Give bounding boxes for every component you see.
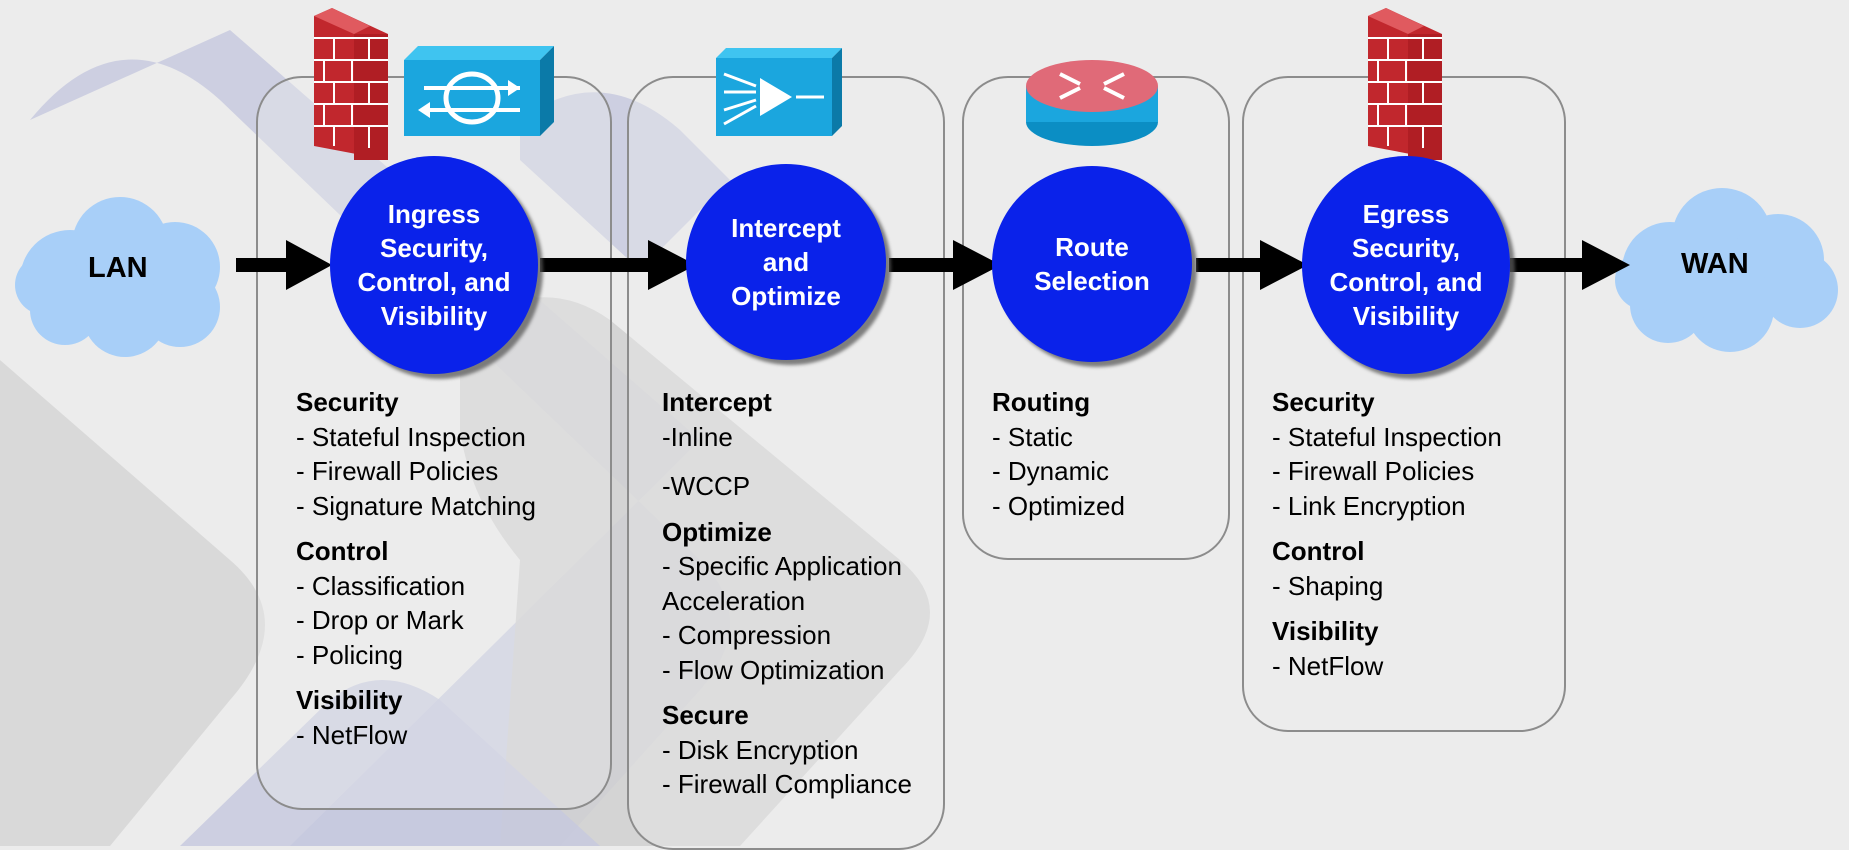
- list-item: - Stateful Inspection: [1272, 421, 1502, 452]
- stage-title: Route Selection: [1034, 232, 1150, 296]
- router-icon: [1026, 60, 1158, 146]
- stage-details-routing: Routing - Static - Dynamic - Optimized: [992, 385, 1125, 523]
- list-item: - NetFlow: [296, 719, 408, 750]
- list-item: - Disk Encryption: [662, 734, 859, 765]
- section-heading: Secure: [662, 700, 749, 730]
- list-item: - NetFlow: [1272, 650, 1384, 681]
- section-heading: Control: [296, 536, 389, 566]
- list-item: - Link Encryption: [1272, 490, 1466, 521]
- stage-circle-optimize: Intercept and Optimize: [686, 164, 886, 360]
- list-item: - Static: [992, 421, 1073, 452]
- stage-circle-egress: Egress Security, Control, and Visibility: [1302, 156, 1510, 374]
- stage-details-optimize: Intercept -Inline -WCCP Optimize - Speci…: [662, 385, 912, 802]
- list-item: - Classification: [296, 570, 466, 601]
- list-item: - Firewall Policies: [296, 456, 499, 486]
- arrow-ingress-to-optimize: [540, 240, 696, 290]
- arrow-optimize-to-routing: [889, 240, 1001, 290]
- section-heading: Optimize: [662, 516, 772, 547]
- stage-title: Egress Security, Control, and Visibility: [1329, 199, 1483, 331]
- firewall-icon: [314, 8, 388, 160]
- stage-circle-routing: Route Selection: [992, 166, 1192, 362]
- arrow-egress-to-wan: [1510, 240, 1630, 290]
- list-item: -WCCP: [662, 471, 751, 501]
- section-heading: Security: [1272, 387, 1375, 417]
- list-item: - Signature Matching: [296, 490, 536, 521]
- list-item: - Specific Application: [662, 551, 902, 581]
- stage-details-egress: Security - Stateful Inspection - Firewal…: [1272, 385, 1502, 683]
- stage-title: Intercept and Optimize: [731, 213, 841, 311]
- stage-details-ingress: Security - Stateful Inspection - Firewal…: [296, 385, 536, 752]
- arrow-lan-to-ingress: [236, 240, 332, 290]
- wan-label: WAN: [1681, 248, 1749, 280]
- list-item: - Firewall Compliance: [662, 769, 912, 799]
- list-item: - Stateful Inspection: [296, 421, 526, 452]
- list-item: - Firewall Policies: [1272, 456, 1475, 486]
- section-heading: Security: [296, 387, 399, 417]
- section-heading: Routing: [992, 387, 1091, 417]
- list-item: - Dynamic: [992, 456, 1110, 486]
- lan-label: LAN: [88, 252, 148, 284]
- wan-optimizer-icon: [716, 48, 842, 136]
- list-item: - Compression: [662, 620, 832, 650]
- list-item: - Optimized: [992, 490, 1125, 521]
- list-item: - Shaping: [1272, 570, 1384, 601]
- stage-circle-ingress: Ingress Security, Control, and Visibilit…: [330, 156, 538, 374]
- section-heading: Intercept: [662, 387, 772, 417]
- section-heading: Control: [1272, 536, 1365, 566]
- lan-cloud: [15, 197, 220, 357]
- arrow-routing-to-egress: [1196, 240, 1308, 290]
- list-item: - Policing: [296, 639, 403, 670]
- list-item: Acceleration: [662, 585, 806, 616]
- section-heading: Visibility: [1272, 616, 1379, 646]
- section-heading: Visibility: [296, 685, 403, 715]
- list-item: - Flow Optimization: [662, 654, 885, 685]
- list-item: - Drop or Mark: [296, 605, 464, 635]
- list-item: -Inline: [662, 421, 733, 452]
- switch-icon: [404, 46, 554, 136]
- stage-title: Ingress Security, Control, and Visibilit…: [357, 199, 511, 331]
- firewall-icon: [1368, 8, 1442, 160]
